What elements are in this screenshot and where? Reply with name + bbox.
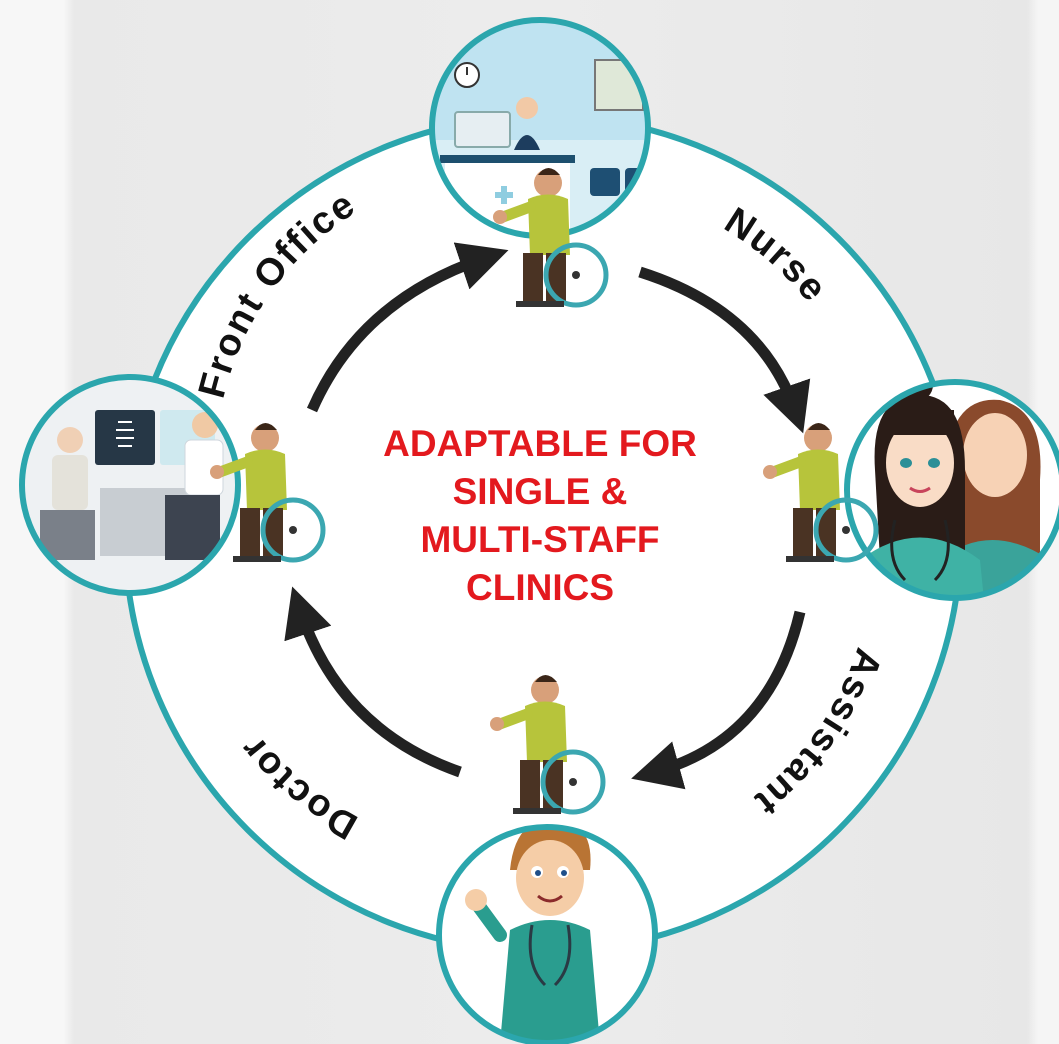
center-title-line4: CLINICS [466, 567, 614, 608]
flow-arrows [284, 242, 811, 790]
arrow-doctor-to-frontoffice [306, 242, 509, 413]
wheelchair-patient-icon [490, 675, 606, 815]
wheelchair-patient-icon [763, 423, 879, 563]
center-title-line3: MULTI-STAFF [420, 519, 660, 560]
center-title-line2: SINGLE & [452, 471, 628, 512]
wheelchair-patient-icon [210, 423, 326, 563]
arrow-nurse-to-assistant [631, 610, 806, 790]
center-title: ADAPTABLE FOR SINGLE & MULTI-STAFF CLINI… [330, 420, 750, 612]
center-title-line1: ADAPTABLE FOR [383, 423, 697, 464]
assistant-icon [436, 824, 658, 1044]
doctor-consultation-icon [19, 374, 241, 596]
wheelchair-patient-icon [493, 168, 609, 308]
arrow-frontoffice-to-nurse [638, 266, 811, 434]
arrow-assistant-to-doctor [284, 586, 462, 778]
